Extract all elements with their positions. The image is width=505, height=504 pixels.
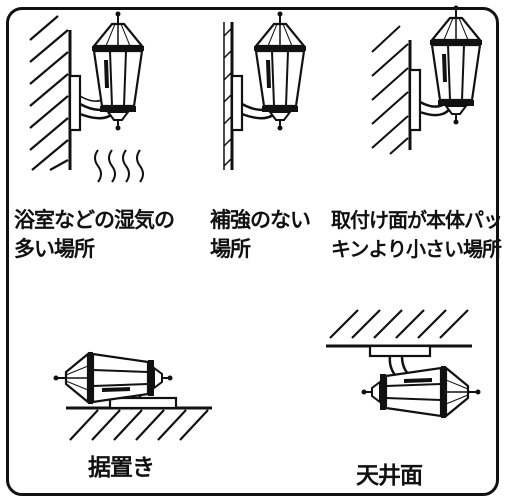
steam-icon bbox=[94, 149, 144, 183]
wall-lamp-icon bbox=[230, 10, 308, 132]
label-no-reinforcement: 補強のない 場所 bbox=[210, 208, 311, 261]
hatched-wall-icon bbox=[371, 25, 412, 155]
hatched-wall-icon bbox=[29, 15, 72, 171]
hatched-wall-icon bbox=[223, 22, 234, 170]
floor-lamp-icon bbox=[52, 350, 212, 441]
label-ceiling: 天井面 bbox=[356, 463, 423, 489]
label-small-surface: 取付け面が本体パッ キンより小さい場所 bbox=[331, 208, 503, 261]
ceiling-lamp-icon bbox=[326, 309, 482, 420]
label-humid: 浴室などの湿気の 多い場所 bbox=[14, 208, 175, 261]
panel-frame bbox=[6, 7, 499, 496]
wall-lamp-icon bbox=[68, 10, 146, 132]
wall-lamp-icon bbox=[408, 4, 484, 132]
label-floor: 据置き bbox=[88, 455, 155, 481]
